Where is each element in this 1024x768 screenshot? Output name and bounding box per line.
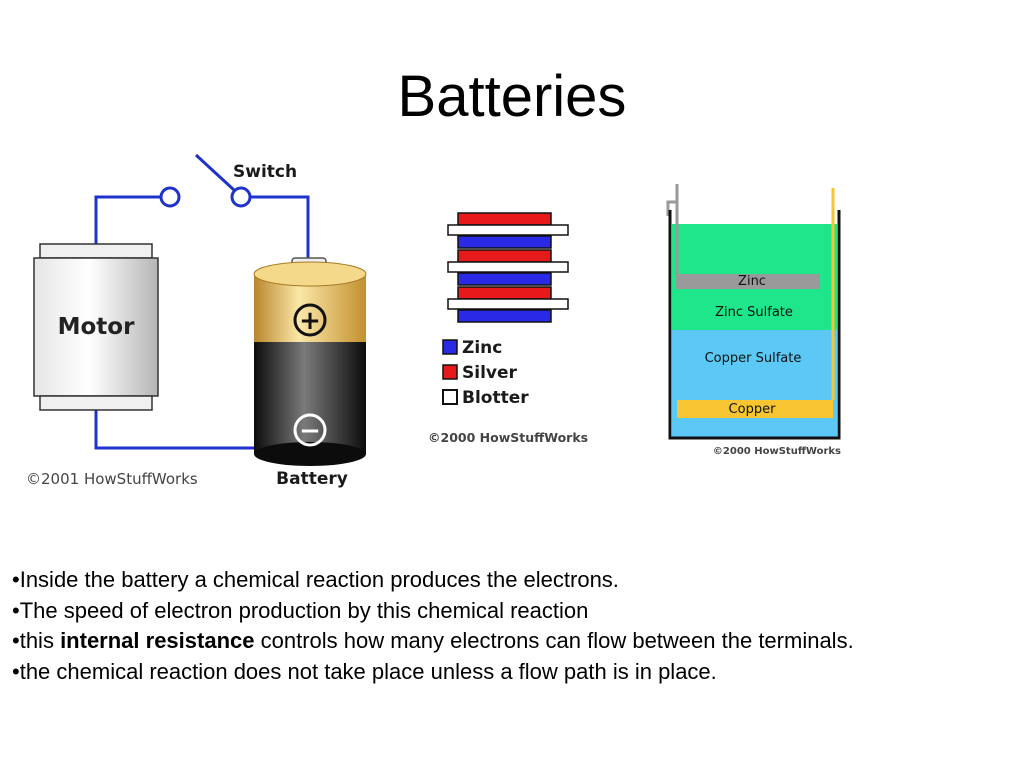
- motor-icon: [33, 243, 159, 411]
- circuit-diagram: Switch Motor + − Battery ©2001 HowStuffW…: [20, 140, 380, 500]
- bullet-list: •Inside the battery a chemical reaction …: [12, 565, 1017, 687]
- cell-credit: ©2000 HowStuffWorks: [713, 446, 841, 457]
- copper-layer-label: Copper: [729, 402, 777, 417]
- battery-icon: [253, 257, 367, 466]
- slide-title: Batteries: [397, 64, 627, 129]
- bullet-text: controls how many electrons can flow bet…: [254, 628, 854, 653]
- copper-sulfate-label: Copper Sulfate: [705, 351, 802, 366]
- cell-container: [668, 210, 841, 440]
- stack-layers: [447, 212, 569, 323]
- switch-icon: [159, 153, 252, 208]
- bullet-item: •The speed of electron production by thi…: [12, 597, 589, 623]
- legend-zinc-label: Zinc: [462, 338, 502, 358]
- stack-legend: Zinc Silver Blotter: [442, 338, 529, 408]
- bullet-emphasis: internal resistance: [60, 628, 255, 653]
- battery-plus-symbol: +: [299, 306, 321, 336]
- zinc-sulfate-label: Zinc Sulfate: [715, 305, 793, 320]
- cell-electrode-wires: [666, 184, 835, 400]
- stack-credit: ©2000 HowStuffWorks: [428, 430, 588, 445]
- switch-label: Switch: [233, 162, 297, 182]
- legend-silver-label: Silver: [462, 363, 518, 383]
- bullet-text: •this: [12, 628, 61, 653]
- bullet-item: •Inside the battery a chemical reaction …: [12, 567, 619, 592]
- blotter-swatch: [442, 389, 458, 405]
- zinc-swatch: [442, 339, 458, 355]
- battery-stack-diagram: Zinc Silver Blotter ©2000 HowStuffWorks: [420, 140, 620, 460]
- circuit-wires: [94, 195, 310, 450]
- zinc-layer-label: Zinc: [738, 274, 766, 289]
- circuit-credit: ©2001 HowStuffWorks: [26, 470, 198, 488]
- bullet-item: •the chemical reaction does not take pla…: [12, 658, 717, 684]
- battery-minus-symbol: −: [299, 416, 321, 446]
- battery-label: Battery: [276, 469, 348, 489]
- bullet-item: •this internal resistance controls how m…: [12, 626, 1017, 657]
- silver-swatch: [442, 364, 458, 380]
- cell-electrolytes: [672, 224, 837, 438]
- legend-blotter-label: Blotter: [462, 388, 529, 408]
- galvanic-cell-diagram: Zinc Zinc Sulfate Copper Sulfate Copper …: [655, 140, 855, 470]
- motor-label: Motor: [58, 314, 135, 340]
